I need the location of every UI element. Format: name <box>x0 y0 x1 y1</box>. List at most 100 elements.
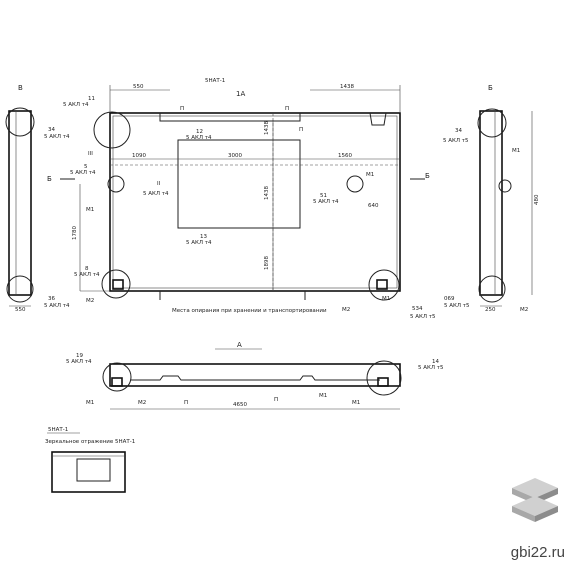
callout-II-sheet: 5 АКЛ т4 <box>143 191 169 197</box>
mark-label: 5НАТ-1 <box>205 78 225 84</box>
lifting-loop-right <box>346 175 364 193</box>
label-m2-right: М2 <box>342 307 350 313</box>
section-b-right: Б <box>425 172 430 180</box>
callout-534: 534 <box>412 306 423 312</box>
section-top-label: 1А <box>236 90 245 98</box>
callout-13: 13 <box>200 234 207 240</box>
mirror-caption: Зеркальное отражение 5НАТ-1 <box>45 439 135 445</box>
side-left-detail-top <box>5 107 35 137</box>
side-left-outline <box>8 110 32 296</box>
callout-13-sheet: 5 АКЛ т4 <box>186 240 212 246</box>
top-right-notch <box>369 112 387 126</box>
side-left-callout-bottom-sheet: 5 АКЛ т4 <box>44 303 70 309</box>
dim-left-height-text: 1780 <box>72 226 78 240</box>
side-left-callout-top-sheet: 5 АКЛ т4 <box>44 134 70 140</box>
section-a-callout-left-sheet: 5 АКЛ т4 <box>66 359 92 365</box>
label-p-b: П <box>285 106 289 112</box>
callout-534-sheet: 5 АКЛ т5 <box>410 314 436 320</box>
mirror-title: 5НАТ-1 <box>48 427 68 433</box>
side-right-m2: М2 <box>520 307 528 313</box>
watermark-site[interactable]: gbi22.ru <box>510 544 565 561</box>
detail-circle-bottom-right <box>368 269 400 301</box>
storage-note: Места опирания при хранении и транспорти… <box>172 308 327 314</box>
mirror-slab <box>51 451 126 493</box>
callout-5-sheet: 5 АКЛ т4 <box>70 170 96 176</box>
mirror-opening <box>76 458 111 482</box>
section-a-support-right <box>377 377 389 387</box>
top-recess <box>159 113 301 122</box>
section-a-m2: М2 <box>138 400 146 406</box>
slab-outline <box>109 112 401 292</box>
callout-III: III <box>88 151 93 157</box>
detail-circle-top-left <box>93 111 131 149</box>
section-a-support-left <box>111 377 123 387</box>
slab-inner-outline <box>112 115 398 289</box>
section-b-left: Б <box>47 175 52 183</box>
dim-right-top: 1438 <box>340 84 354 90</box>
section-a-callout-right-sheet: 5 АКЛ т5 <box>418 365 444 371</box>
side-right-title: Б <box>488 84 493 92</box>
section-a-m1-left: М1 <box>86 400 94 406</box>
side-right-callout-bottom: 069 <box>444 296 455 302</box>
callout-11-sheet: 5 АКЛ т4 <box>63 102 89 108</box>
side-right-detail-bottom <box>478 275 506 303</box>
side-left-callout-bottom: 36 <box>48 296 55 302</box>
lifting-loop-left <box>107 175 125 193</box>
central-opening <box>177 139 301 229</box>
stacked-slabs-icon <box>512 478 558 522</box>
side-view-left: В 550 34 5 АКЛ т4 36 5 АКЛ т4 <box>5 84 70 313</box>
dim-left-top: 550 <box>133 84 144 90</box>
section-a-callout-right: 14 <box>432 359 439 365</box>
section-a-outline <box>109 363 401 387</box>
dim-right-mid: 1560 <box>338 153 352 159</box>
callout-51-sheet: 5 АКЛ т4 <box>313 199 339 205</box>
label-p-c: П <box>299 127 303 133</box>
section-a-m3: М1 <box>319 393 327 399</box>
label-p-a: П <box>180 106 184 112</box>
section-a-profile <box>130 375 380 381</box>
main-plan-view: 5НАТ-1 1А 550 1438 1090 3000 1560 1438 1… <box>47 78 436 320</box>
side-right-m1: М1 <box>512 148 520 154</box>
side-right-loop <box>498 179 512 193</box>
callout-8: 8 <box>85 266 89 272</box>
detail-circle-bottom-left <box>101 269 131 299</box>
section-a-view: А 4650 19 5 АКЛ т4 14 5 АКЛ т5 М1 М2 П П… <box>66 341 444 410</box>
side-left-detail-bottom <box>6 275 34 303</box>
dim-v-top: 1438 <box>264 121 270 135</box>
dim-center: 3000 <box>228 153 242 159</box>
label-m1-center: М1 <box>366 172 374 178</box>
callout-II: II <box>157 181 161 187</box>
label-m1-right: М1 <box>382 296 390 302</box>
side-left-title: В <box>18 84 23 92</box>
callout-5: 5 <box>84 164 88 170</box>
side-right-callout-bottom-sheet: 5 АКЛ т5 <box>444 303 470 309</box>
section-a-p2: П <box>274 397 278 403</box>
label-m1-left: М1 <box>86 207 94 213</box>
section-a-p1: П <box>184 400 188 406</box>
side-left-dim-text: 550 <box>15 307 26 313</box>
side-right-dim-side: 480 <box>534 194 540 205</box>
section-a-detail-right <box>366 360 402 396</box>
side-view-right: Б 250 480 34 5 АКЛ т5 069 5 АКЛ т5 М1 М2 <box>443 84 540 313</box>
label-m2-left: М2 <box>86 298 94 304</box>
mirror-view: 5НАТ-1 Зеркальное отражение 5НАТ-1 <box>45 427 135 493</box>
callout-12: 12 <box>196 129 203 135</box>
side-right-callout-top-sheet: 5 АКЛ т5 <box>443 138 469 144</box>
side-right-callout-top: 34 <box>455 128 462 134</box>
callout-12-sheet: 5 АКЛ т4 <box>186 135 212 141</box>
section-a-m1-right: М1 <box>352 400 360 406</box>
support-right <box>376 279 388 290</box>
side-right-dim-text: 250 <box>485 307 496 313</box>
dim-640: 640 <box>368 203 379 209</box>
callout-51: 51 <box>320 193 327 199</box>
section-a-dim-text: 4650 <box>233 402 247 408</box>
side-right-detail-top <box>477 108 507 138</box>
section-a-title: А <box>237 341 242 349</box>
dim-v-mid: 1438 <box>264 186 270 200</box>
callout-8-sheet: 5 АКЛ т4 <box>74 272 100 278</box>
section-a-callout-left: 19 <box>76 353 83 359</box>
section-a-detail-left <box>102 362 132 392</box>
side-left-callout-top: 34 <box>48 127 55 133</box>
support-left <box>112 279 124 290</box>
